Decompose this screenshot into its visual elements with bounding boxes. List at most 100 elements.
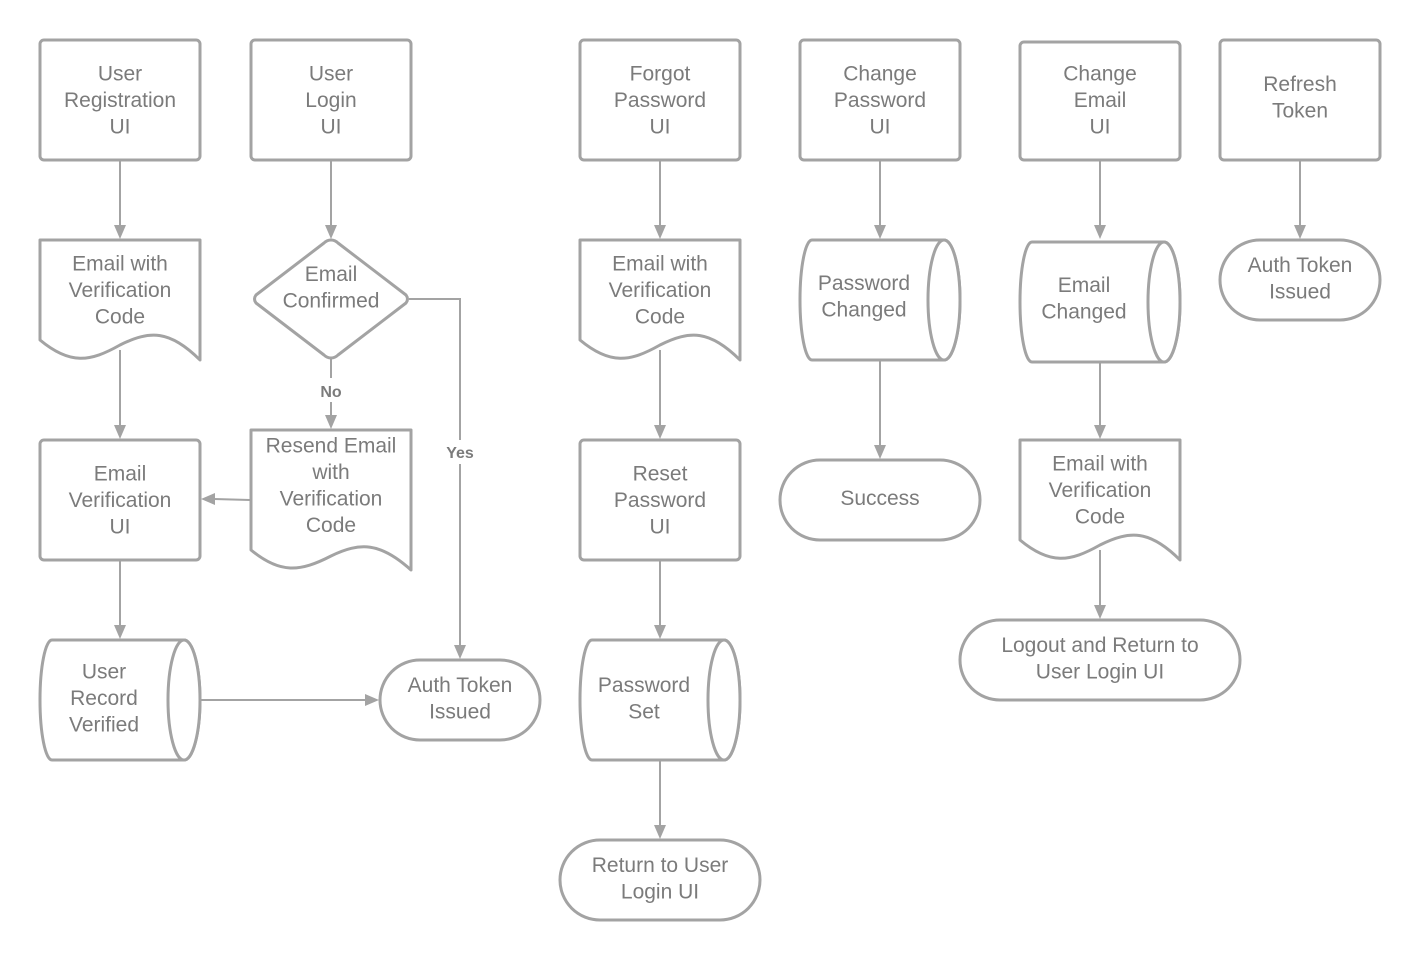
node-label-line: UI [1090, 116, 1111, 139]
node-label-line: User Login UI [1036, 660, 1164, 683]
arrowhead [454, 645, 466, 659]
node-label-line: Email [94, 463, 147, 486]
node-label-line: Password [614, 489, 706, 512]
node-label-line: UI [110, 116, 131, 139]
node-label-line: Password [818, 272, 910, 295]
node-label-line: Refresh [1263, 73, 1337, 96]
arrowhead [874, 225, 886, 239]
arrowhead [1094, 225, 1106, 239]
arrowhead [1094, 425, 1106, 439]
node-label: Success [840, 487, 919, 510]
arrowhead [201, 493, 215, 505]
arrowhead [114, 425, 126, 439]
arrowhead [654, 225, 666, 239]
node-label-line: Record [70, 687, 138, 710]
node-label-line: Logout and Return to [1001, 634, 1198, 657]
node-label-line: Email with [612, 253, 708, 276]
node-label-line: UI [870, 116, 891, 139]
node-label-line: Password [834, 89, 926, 112]
node-label-line: Forgot [630, 63, 691, 86]
edge-email-confirmed-yes [409, 298, 461, 440]
arrowhead [114, 625, 126, 639]
node-label: Logout and Return to User Login UI [1001, 634, 1198, 684]
node-label-line: User [309, 63, 353, 86]
node-label-line: UI [321, 116, 342, 139]
node-label-line: Auth Token [1248, 254, 1353, 277]
node-label-line: Login [305, 89, 356, 112]
node-label-line: Confirmed [283, 289, 380, 312]
arrowhead [1094, 605, 1106, 619]
node-label-line: Email with [1052, 453, 1148, 476]
terminal-success: Success [778, 458, 982, 542]
node-label-line: Code [306, 514, 356, 537]
node-label-line: Code [1075, 506, 1125, 529]
node-label-line: UI [110, 516, 131, 539]
node-label-line: Reset [633, 463, 688, 486]
node-label-line: Code [635, 306, 685, 329]
node-label-line: Email with [72, 253, 168, 276]
node-label-line: with [311, 461, 349, 484]
node-label-line: Token [1272, 99, 1328, 122]
node-label-line: User [82, 661, 126, 684]
node-label-line: User [98, 63, 142, 86]
edge-label-yes: Yes [446, 445, 474, 462]
arrowhead [1294, 225, 1306, 239]
arrowhead [874, 445, 886, 459]
node-label-line: Return to User [592, 854, 729, 877]
node-label-line: Login UI [621, 880, 699, 903]
node-label-line: Auth Token [408, 674, 513, 697]
node-label-line: Issued [1269, 280, 1331, 303]
node-label-line: Set [628, 700, 660, 723]
node-label-line: Password [598, 674, 690, 697]
node-label-line: UI [650, 116, 671, 139]
node-label-line: Verification [280, 487, 383, 510]
arrowhead [325, 225, 337, 239]
arrowhead [325, 415, 337, 429]
node-label-line: Email [1074, 89, 1127, 112]
node-label-line: Success [840, 487, 919, 510]
node-label-line: Email [1058, 274, 1111, 297]
arrowhead [114, 225, 126, 239]
node-label-line: Change [843, 63, 917, 86]
node-label-line: Verification [69, 489, 172, 512]
node-label-line: Verified [69, 714, 139, 737]
node-label-line: Resend Email [266, 434, 397, 457]
node-label-line: Registration [64, 89, 176, 112]
node-label-line: Code [95, 306, 145, 329]
terminal-logout-return: Logout and Return to User Login UI [958, 618, 1242, 702]
edges [114, 160, 1306, 839]
node-label-line: Verification [69, 279, 172, 302]
edge-resend-to-verification-ui [213, 498, 251, 501]
